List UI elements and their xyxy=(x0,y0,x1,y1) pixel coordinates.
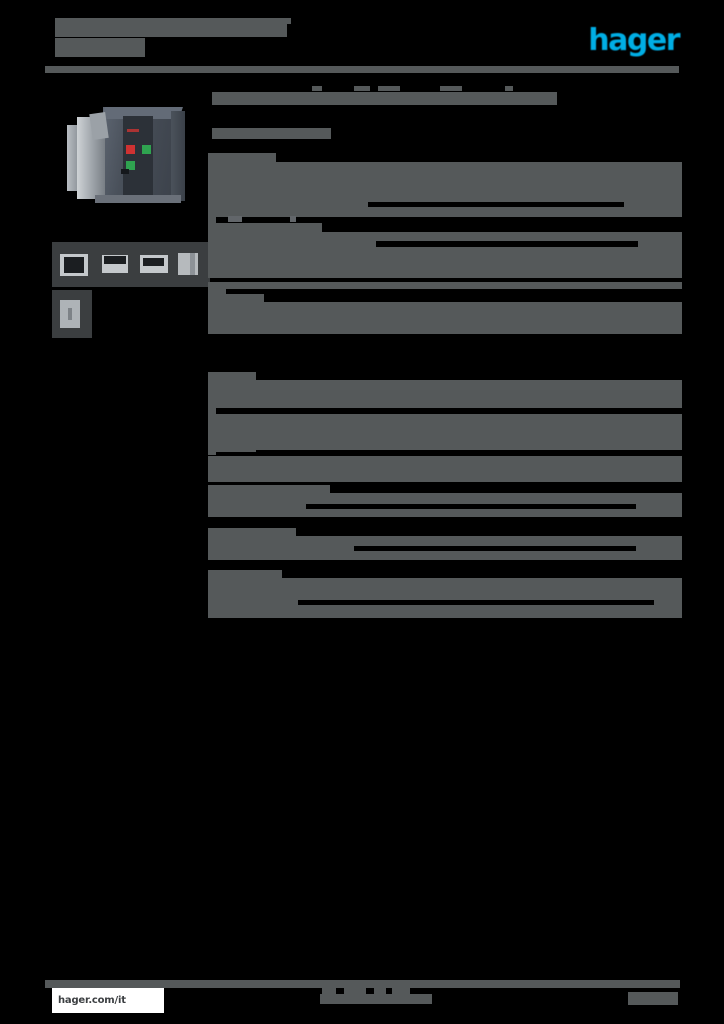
table-row xyxy=(208,372,256,380)
table-row xyxy=(208,485,330,493)
table-row xyxy=(208,528,296,536)
header-divider xyxy=(45,66,679,73)
main-product-image xyxy=(55,95,205,210)
section-heading xyxy=(212,92,557,105)
table-row xyxy=(208,153,276,162)
table-row xyxy=(208,380,682,408)
breaker-side-panel-outer xyxy=(67,125,79,191)
footer-url-box[interactable]: hager.com/it xyxy=(52,988,164,1013)
accessory-thumb-2 xyxy=(102,255,128,273)
section-subheading xyxy=(212,128,331,139)
table-row-bullet xyxy=(208,233,216,240)
table-row xyxy=(208,578,682,618)
accessory-thumbnail-strip xyxy=(52,242,210,287)
accessory-thumb-4 xyxy=(178,253,198,275)
table-row-separator xyxy=(306,408,682,412)
table-row-bullet xyxy=(208,290,216,297)
table-row xyxy=(208,414,682,452)
table-row-bullet xyxy=(208,545,216,552)
footer-url-text[interactable]: hager.com/it xyxy=(58,995,126,1006)
table-row-separator xyxy=(256,450,682,454)
footer-right-accent xyxy=(614,980,680,988)
table-cell-highlight xyxy=(228,216,242,222)
table-row xyxy=(208,302,682,332)
breaker-base xyxy=(95,195,181,203)
breaker-hinge-arm xyxy=(89,112,109,140)
footer-divider xyxy=(45,980,679,988)
table-row-separator xyxy=(306,504,636,509)
table-row-separator xyxy=(354,546,636,551)
hager-logo: hager xyxy=(587,23,680,58)
accessory-thumb-3 xyxy=(140,255,168,273)
on-button-icon xyxy=(142,145,151,154)
table-row-bullet xyxy=(208,259,216,266)
document-title-line-1 xyxy=(55,18,287,37)
table-row xyxy=(208,456,682,482)
table-row-separator xyxy=(322,222,682,232)
hager-logo-text: hager xyxy=(588,23,680,58)
accessory-thumb-5 xyxy=(60,300,80,328)
table-row-bullet xyxy=(208,216,216,223)
accessory-thumb-1 xyxy=(60,254,88,276)
table-row-separator xyxy=(376,241,638,247)
table-row xyxy=(208,255,682,278)
table-row xyxy=(208,570,282,578)
breaker-right-column xyxy=(171,111,185,201)
table-row-bullet xyxy=(208,200,216,207)
off-button-icon xyxy=(126,161,135,170)
breaker-label xyxy=(127,129,139,132)
table-row-bullet xyxy=(208,248,216,255)
table-row-bullet xyxy=(208,320,216,327)
footer-center-text xyxy=(320,994,432,1004)
document-title-line-2 xyxy=(55,38,145,57)
breaker-slot xyxy=(121,169,129,174)
table-row-separator xyxy=(226,289,682,294)
table-row-bullet xyxy=(208,408,216,415)
table-row-separator xyxy=(264,291,682,301)
page-header: hager xyxy=(0,0,724,80)
table-row-separator xyxy=(368,202,624,207)
table-row-separator xyxy=(298,600,654,605)
accessory-thumbnail-secondary xyxy=(52,290,92,338)
table-row-bullet xyxy=(208,448,216,455)
table-cell-highlight xyxy=(290,216,296,222)
table-row-bullet xyxy=(208,503,216,510)
footer-page-number xyxy=(628,992,678,1005)
trip-button-icon xyxy=(126,145,135,154)
circuit-breaker-illustration xyxy=(65,103,197,203)
table-row xyxy=(208,162,682,217)
table-row-bullet xyxy=(208,599,216,606)
